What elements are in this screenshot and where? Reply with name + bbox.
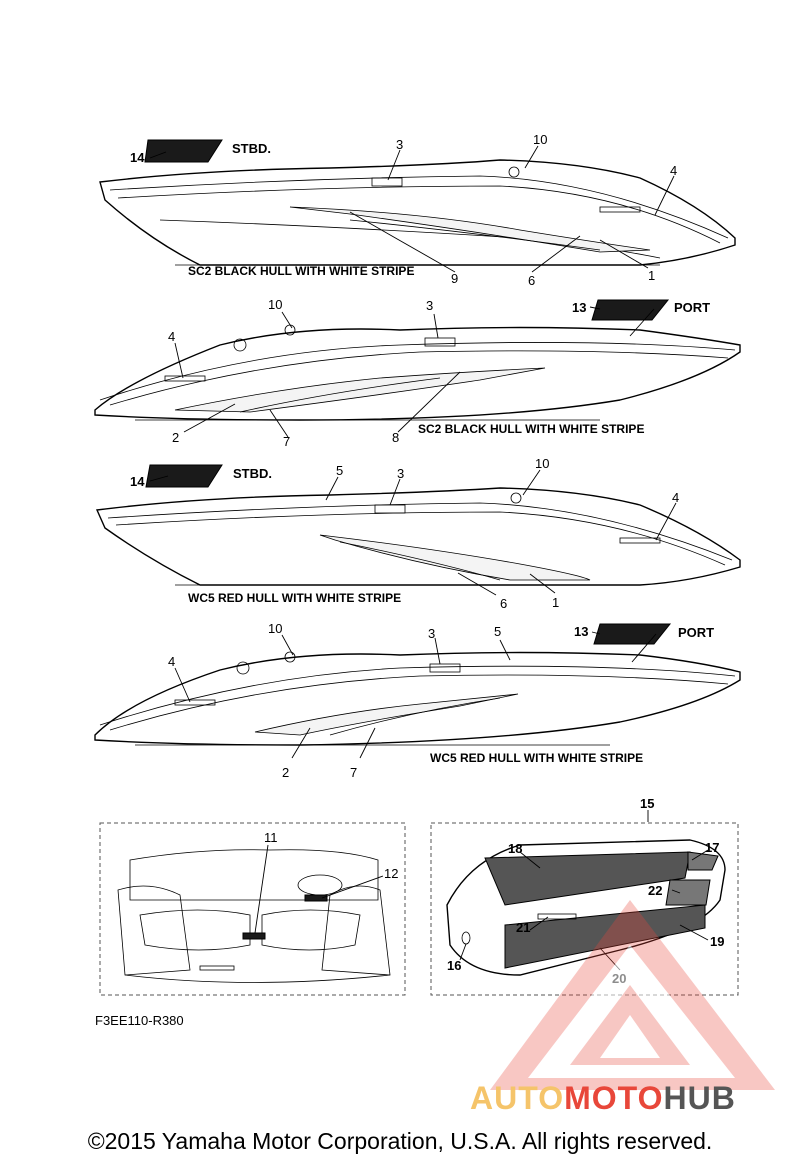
callout-10: 10 xyxy=(268,621,282,636)
callout-3: 3 xyxy=(396,137,403,152)
callout-3: 3 xyxy=(397,466,404,481)
callout-10: 10 xyxy=(268,297,282,312)
side-label-stbd: STBD. xyxy=(232,141,271,156)
callout-12: 12 xyxy=(384,866,398,881)
floor-mat-decal-port xyxy=(591,299,670,321)
caption-wc5-stbd: WC5 RED HULL WITH WHITE STRIPE xyxy=(188,591,401,605)
callout-4: 4 xyxy=(168,654,175,669)
callout-2: 2 xyxy=(282,765,289,780)
floor-mat-decal-stbd xyxy=(144,139,223,163)
callout-1: 1 xyxy=(552,595,559,610)
side-label-port: PORT xyxy=(674,300,710,315)
floor-mat-decal-port xyxy=(593,623,672,645)
watermark-part-hub: HUB xyxy=(663,1080,736,1116)
detail-swim-platform: 15 18 17 22 21 19 20 16 xyxy=(430,796,739,996)
callout-5: 5 xyxy=(494,624,501,639)
copyright-notice: ©2015 Yamaha Motor Corporation, U.S.A. A… xyxy=(87,1128,713,1154)
callout-21: 21 xyxy=(516,920,530,935)
callout-11: 11 xyxy=(264,830,278,845)
callout-14: 14 xyxy=(130,150,145,165)
watermark-part-auto: AUTO xyxy=(470,1080,565,1116)
floor-mat-decal-stbd xyxy=(145,464,223,488)
platform-mat-corner xyxy=(687,851,719,871)
callout-9: 9 xyxy=(451,271,458,286)
side-label-port: PORT xyxy=(678,625,714,640)
callout-13: 13 xyxy=(574,624,588,639)
boat-view-sc2-starboard: 14 STBD. 3 10 4 SC2 BLACK HULL WITH WHIT… xyxy=(99,132,736,288)
callout-6: 6 xyxy=(500,596,507,611)
detail-cockpit: 11 12 xyxy=(99,822,406,996)
callout-10: 10 xyxy=(533,132,547,147)
callout-4: 4 xyxy=(670,163,677,178)
callout-2: 2 xyxy=(172,430,179,445)
boat-view-sc2-port: 10 3 13 PORT 4 2 7 8 SC2 BLACK HULL WITH… xyxy=(94,297,741,449)
callout-7: 7 xyxy=(350,765,357,780)
caption-wc5-port: WC5 RED HULL WITH WHITE STRIPE xyxy=(430,751,643,765)
callout-3: 3 xyxy=(426,298,433,313)
watermark-logo xyxy=(490,900,775,1090)
side-label-stbd: STBD. xyxy=(233,466,272,481)
callout-4: 4 xyxy=(672,490,679,505)
platform-mat-lower xyxy=(504,904,706,969)
callout-18: 18 xyxy=(508,841,522,856)
watermark-part-moto: MOTO xyxy=(564,1080,664,1116)
boat-view-wc5-port: 10 3 5 13 PORT 4 2 7 WC5 RED HULL WITH W… xyxy=(94,621,741,780)
caption-sc2-port: SC2 BLACK HULL WITH WHITE STRIPE xyxy=(418,422,644,436)
callout-19: 19 xyxy=(710,934,724,949)
figure-code: F3EE110-R380 xyxy=(95,1013,184,1028)
callout-16: 16 xyxy=(447,958,461,973)
callout-8: 8 xyxy=(392,430,399,445)
callout-3: 3 xyxy=(428,626,435,641)
callout-14: 14 xyxy=(130,474,145,489)
callout-13: 13 xyxy=(572,300,586,315)
callout-17: 17 xyxy=(705,840,719,855)
boat-view-wc5-starboard: 14 STBD. 5 3 10 4 WC5 RED HULL WITH WHIT… xyxy=(95,456,741,611)
callout-1: 1 xyxy=(648,268,655,283)
watermark-text: AUTOMOTOHUB xyxy=(470,1080,736,1117)
caption-sc2-stbd: SC2 BLACK HULL WITH WHITE STRIPE xyxy=(188,264,414,278)
platform-mat-right xyxy=(665,879,711,906)
callout-15: 15 xyxy=(640,796,654,811)
callout-22: 22 xyxy=(648,883,662,898)
callout-6: 6 xyxy=(528,273,535,288)
callout-7: 7 xyxy=(283,434,290,449)
callout-4: 4 xyxy=(168,329,175,344)
callout-10: 10 xyxy=(535,456,549,471)
callout-5: 5 xyxy=(336,463,343,478)
